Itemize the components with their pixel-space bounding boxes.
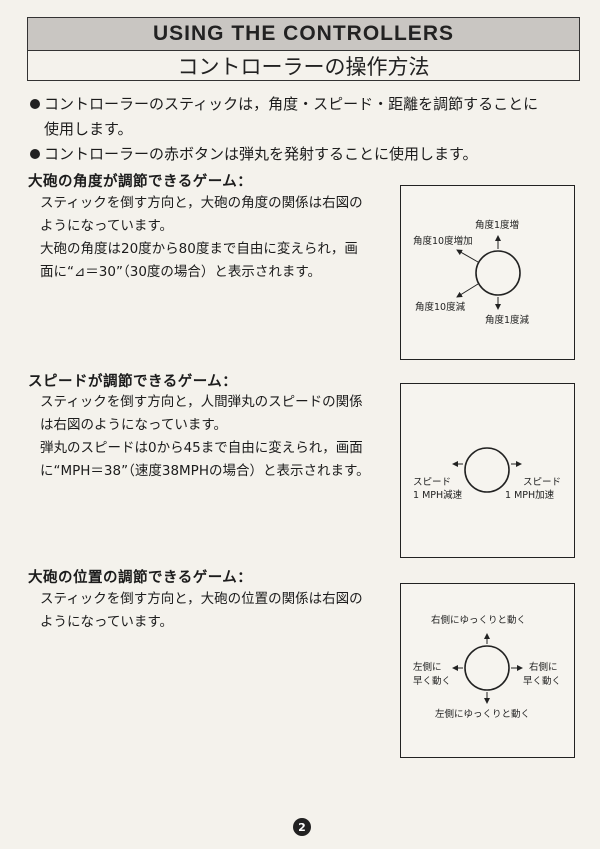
label-angle-down: 角度1度減 [485, 315, 530, 326]
label-angle-up: 角度1度増 [475, 220, 520, 231]
section-position-body: スティックを倒す方向と，大砲の位置の関係は右図の ようになっています。 [40, 588, 390, 634]
section-position-title: 大砲の位置の調節できるゲーム： [28, 570, 253, 586]
bullet-1-line-2: 使用します。 [44, 120, 133, 138]
label-position-left-2: 早く動く [413, 676, 452, 687]
position-diagram: 右側にゆっくりと動く 左側に 早く動く 右側に 早く動く 左側にゆっくりと動く [400, 583, 575, 758]
joystick-circle-icon [464, 645, 510, 691]
speed-diagram: スピード 1 MPH減速 スピード 1 MPH加速 [400, 383, 575, 558]
section-speed-title: スピードが調節できるゲーム： [28, 374, 238, 390]
arrow-lower-left-icon [456, 283, 479, 298]
joystick-circle-icon [475, 250, 521, 296]
label-speed-right-2: 1 MPH加速 [505, 490, 555, 501]
label-position-left-1: 左側に [413, 662, 442, 673]
section-speed-line: スティックを倒す方向と，人間弾丸のスピードの関係 [40, 394, 363, 410]
label-angle-upper-left: 角度10度増加 [413, 236, 473, 247]
label-position-up: 右側にゆっくりと動く [431, 615, 527, 626]
title-japanese: コントローラーの操作方法 [177, 55, 430, 79]
angle-diagram: 角度1度増 角度10度増加 角度10度減 角度1度減 [400, 185, 575, 360]
label-speed-left-2: 1 MPH減速 [413, 490, 463, 501]
intro-bullet-1: コントローラーのスティックは，角度・スピード・距離を調節することに 使用します。 [30, 92, 538, 142]
section-position-line: スティックを倒す方向と，大砲の位置の関係は右図の [40, 591, 363, 607]
label-speed-left-1: スピード [413, 477, 452, 488]
intro-bullet-2: コントローラーの赤ボタンは弾丸を発射することに使用します。 [30, 142, 478, 167]
section-position-line: ようになっています。 [40, 614, 173, 630]
section-angle-title: 大砲の角度が調節できるゲーム： [28, 174, 253, 190]
section-angle-line: 面に“⊿＝30”（30度の場合）と表示されます。 [40, 264, 322, 280]
position-diagram-graphic [452, 633, 523, 704]
section-angle-line: スティックを倒す方向と，大砲の角度の関係は右図の [40, 195, 363, 211]
section-speed-body: スティックを倒す方向と，人間弾丸のスピードの関係 は右図のようになっています。 … [40, 391, 390, 483]
angle-diagram-graphic [456, 235, 521, 310]
label-position-right-1: 右側に [529, 662, 558, 673]
bullet-1-line-1: コントローラーのスティックは，角度・スピード・距離を調節することに [44, 95, 539, 113]
label-angle-lower-left: 角度10度減 [415, 302, 466, 313]
bullet-dot-icon [30, 99, 40, 109]
page-number: 2 [293, 818, 311, 836]
section-speed-line: に“MPH＝38”（速度38MPHの場合）と表示されます。 [40, 463, 370, 479]
arrow-upper-left-icon [456, 249, 479, 263]
label-position-down: 左側にゆっくりと動く [435, 709, 531, 720]
speed-diagram-graphic [452, 447, 522, 493]
title-english: USING THE CONTROLLERS [28, 18, 579, 51]
section-angle-line: 大砲の角度は20度から80度まで自由に変えられ，画 [40, 241, 358, 257]
section-angle-line: ようになっています。 [40, 218, 173, 234]
section-speed-line: 弾丸のスピードは0から45まで自由に変えられ，画面 [40, 440, 363, 456]
section-angle-body: スティックを倒す方向と，大砲の角度の関係は右図の ようになっています。 大砲の角… [40, 192, 390, 284]
bullet-dot-icon [30, 149, 40, 159]
label-speed-right-1: スピード [523, 477, 562, 488]
joystick-circle-icon [464, 447, 510, 493]
label-position-right-2: 早く動く [523, 676, 562, 687]
bullet-2-text: コントローラーの赤ボタンは弾丸を発射することに使用します。 [44, 145, 478, 163]
section-speed-line: は右図のようになっています。 [40, 417, 227, 433]
page-header: USING THE CONTROLLERS コントローラーの操作方法 [27, 17, 580, 81]
